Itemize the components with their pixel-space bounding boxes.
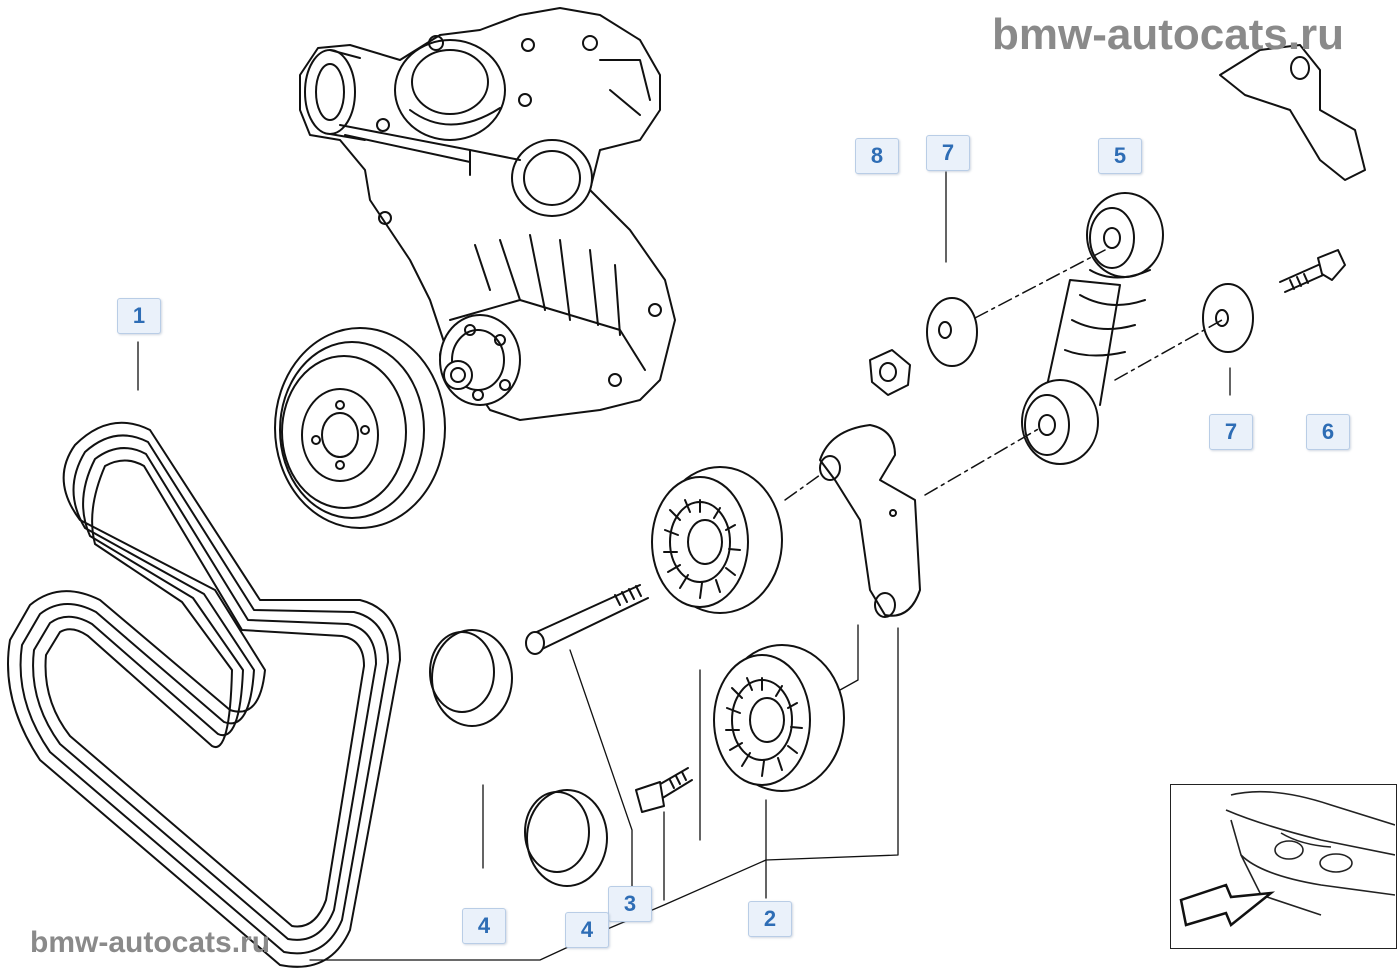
mounting-bracket [1219, 44, 1366, 181]
pump-pulley [274, 327, 446, 529]
tensioner-bracket [819, 424, 921, 618]
callout-5[interactable]: 5 [1098, 138, 1142, 174]
long-bolt [525, 584, 649, 655]
idler-pulley-lower [713, 644, 845, 792]
washer-left [926, 297, 978, 367]
hex-nut [869, 349, 911, 396]
short-bolt [635, 767, 693, 813]
belt-tensioner [1021, 192, 1164, 465]
watermark-top: bmw-autocats.ru [992, 10, 1345, 59]
water-pump-housing [299, 7, 676, 421]
callout-3[interactable]: 3 [608, 886, 652, 922]
callout-7-bottom[interactable]: 7 [1209, 414, 1253, 450]
callout-7-top[interactable]: 7 [926, 135, 970, 171]
callout-1[interactable]: 1 [117, 298, 161, 334]
dust-cap-lower [524, 789, 608, 887]
washer-right [1202, 283, 1254, 353]
alignment-lines [784, 249, 1223, 501]
vehicle-locator-thumbnail [1170, 784, 1397, 949]
tensioner-bolt [1279, 249, 1346, 293]
callout-8[interactable]: 8 [855, 138, 899, 174]
idler-pulley-upper [651, 466, 783, 614]
watermark-bottom: bmw-autocats.ru [30, 926, 271, 959]
callout-4-left[interactable]: 4 [462, 908, 506, 944]
dust-cap-upper [429, 629, 513, 727]
callout-4-right[interactable]: 4 [565, 912, 609, 948]
ribbed-v-belt [7, 421, 401, 968]
car-front-sketch [1179, 790, 1396, 928]
callout-2[interactable]: 2 [748, 901, 792, 937]
callout-6[interactable]: 6 [1306, 414, 1350, 450]
direction-arrow-icon [1179, 883, 1276, 928]
